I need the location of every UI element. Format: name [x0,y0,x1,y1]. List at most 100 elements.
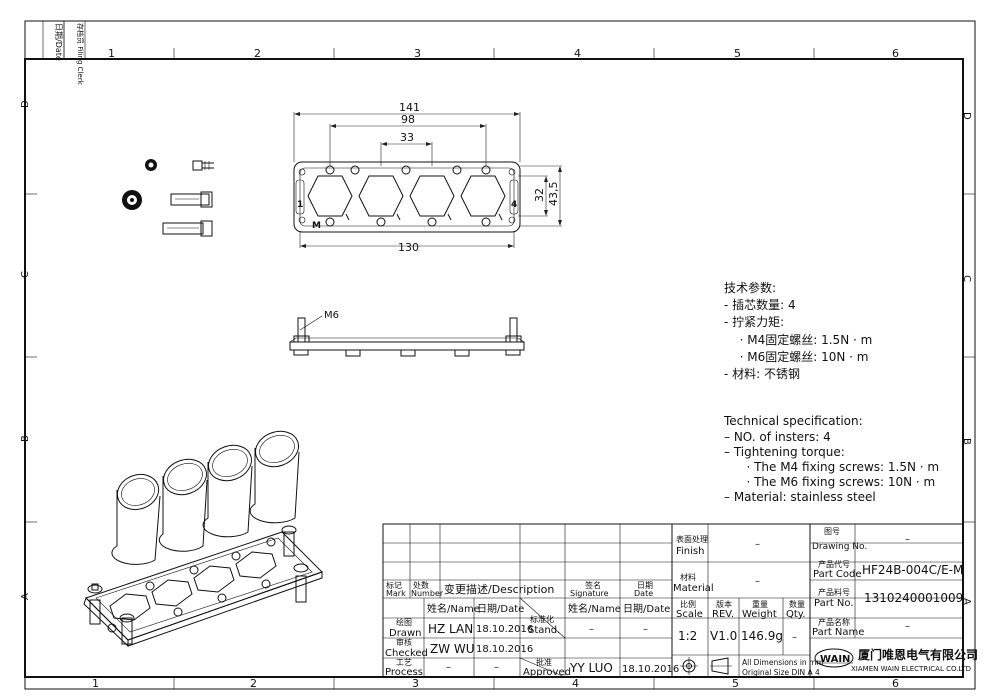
dim-32: 32 [533,188,546,202]
weight-value: 146.9g [741,629,783,643]
zone-row-c: C [20,271,31,278]
side-stud-right [509,317,518,343]
qty-cn: 数量 [789,599,805,609]
checked-cn: 审核 [396,637,412,647]
part-code-en: Part Code [813,569,862,580]
logo-text: WAIN [820,654,850,665]
position-label-4: 4 [511,200,517,210]
zone-col-3-bottom: 3 [412,677,419,690]
approved-date: 18.10.2016 [622,664,679,675]
part-no-value: 1310240001009 [864,591,963,605]
checked-date: 18.10.2016 [476,644,533,655]
stand-date-value: – [643,624,648,635]
date-en: Date [634,589,653,598]
zone-row-a: A [20,593,31,600]
date-header-2: 日期/Date [623,603,670,615]
process-cn: 工艺 [396,658,412,667]
part-no-cn: 产品料号 [818,587,850,597]
side-view: M6 [289,310,525,357]
part-no-en: Part No. [814,598,854,609]
drawn-cn: 绘图 [396,617,412,627]
material-en: Material [673,583,714,594]
mark-cn: 标记 [386,580,402,590]
number-en: Number [411,589,444,598]
note-cn-line-2: - 拧紧力矩: [724,315,784,329]
dims-note-1: All Dimensions in mm [742,658,824,667]
qty-en: Qty. [786,609,805,620]
dim-43-5: 43,5 [547,182,560,207]
name-header-2: 姓名/Name [568,602,621,615]
drawing-no-en: Drawing No. [812,542,867,552]
stand-en: Stand. [528,625,560,636]
dim-130: 130 [398,241,419,254]
date-cn: 日期 [637,581,653,590]
zone-col-1: 1 [108,47,115,60]
zone-col-1-bottom: 1 [92,677,99,690]
zone-col-2-bottom: 2 [250,677,257,690]
scale-cn: 比例 [680,599,696,609]
position-label-m: M [312,221,321,231]
zone-col-2: 2 [254,47,261,60]
note-cn-line-3: · M4固定螺丝: 1.5N · m [732,332,872,347]
note-en-line-2: – Tightening torque: [724,445,845,459]
note-cn-title: 技术参数: [724,280,776,295]
note-en-line-1: – NO. of insters: 4 [724,430,831,444]
note-en-line-3: · The M4 fixing screws: 1.5N · m [735,460,939,474]
dim-98: 98 [401,113,415,126]
title-block: 标记 Mark 处数 Number 变更描述/Description 签名 Si… [382,523,978,678]
isometric-view [83,430,323,648]
wain-logo: WAIN [814,648,854,668]
scale-value: 1:2 [678,629,697,643]
corner-filing: 存档员 Filing Clerk [76,23,85,86]
approved-name: YY LUO [569,661,613,675]
small-nut-icon [145,159,157,171]
zone-row-a-right: A [961,598,972,605]
approved-en: Approved [523,667,571,678]
signature-cn: 签名 [585,580,601,590]
insert-hex-2 [358,175,404,217]
m6-screw-icon [170,191,213,208]
mark-en: Mark [386,589,406,598]
checked-name: ZW WU [430,642,475,656]
note-en-line-4: · The M6 fixing screws: 10N · m [735,475,935,489]
approved-cn: 批准 [536,657,552,667]
drawn-en: Drawn [389,628,421,639]
large-nut-icon [122,190,142,210]
iso-bolts [87,525,309,645]
zone-row-c-right: C [961,275,972,282]
zone-row-b-right: B [961,438,972,445]
insert-sleeve-2 [158,458,208,552]
note-en-line-5: – Material: stainless steel [724,490,876,504]
notes-english: Technical specification: – NO. of inster… [723,414,939,504]
insert-hex-4 [460,175,506,217]
part-name-en: Part Name [812,627,864,638]
number-cn: 处数 [413,580,429,590]
stand-cn: 标准化 [530,614,554,624]
zone-rows: D C B A D C B A [20,100,975,605]
side-stud-left [297,317,306,343]
dims-note-2: Original Size DIN A 4 [742,668,820,677]
zone-col-4-bottom: 4 [572,677,579,690]
insert-sleeve-3 [202,444,253,538]
zone-col-5-bottom: 5 [732,677,739,690]
part-code-value: HF24B-004C/E-M [862,563,963,577]
zone-col-5: 5 [734,47,741,60]
drawn-name: HZ LAN [428,622,473,636]
process-name: – [446,662,451,673]
insert-sleeve-4 [249,430,300,524]
zone-row-b: B [20,435,31,442]
zone-row-d-right: D [961,112,972,120]
drawing-no-value: – [905,534,910,545]
insert-hex-3 [409,175,455,217]
zone-col-6: 6 [892,47,899,60]
rev-value: V1.0 [710,629,737,643]
dim-141: 141 [399,101,420,114]
front-view: 1 M 4 141 98 33 130 3 [293,101,562,254]
dim-33: 33 [400,131,414,144]
process-en: Process [385,667,423,678]
signature-en: Signature [570,589,609,598]
note-cn-line-5: - 材料: 不锈钢 [724,367,800,381]
part-name-cn: 产品名称 [818,617,850,627]
company-name-cn: 厦门唯恩电气有限公司 [858,647,978,662]
